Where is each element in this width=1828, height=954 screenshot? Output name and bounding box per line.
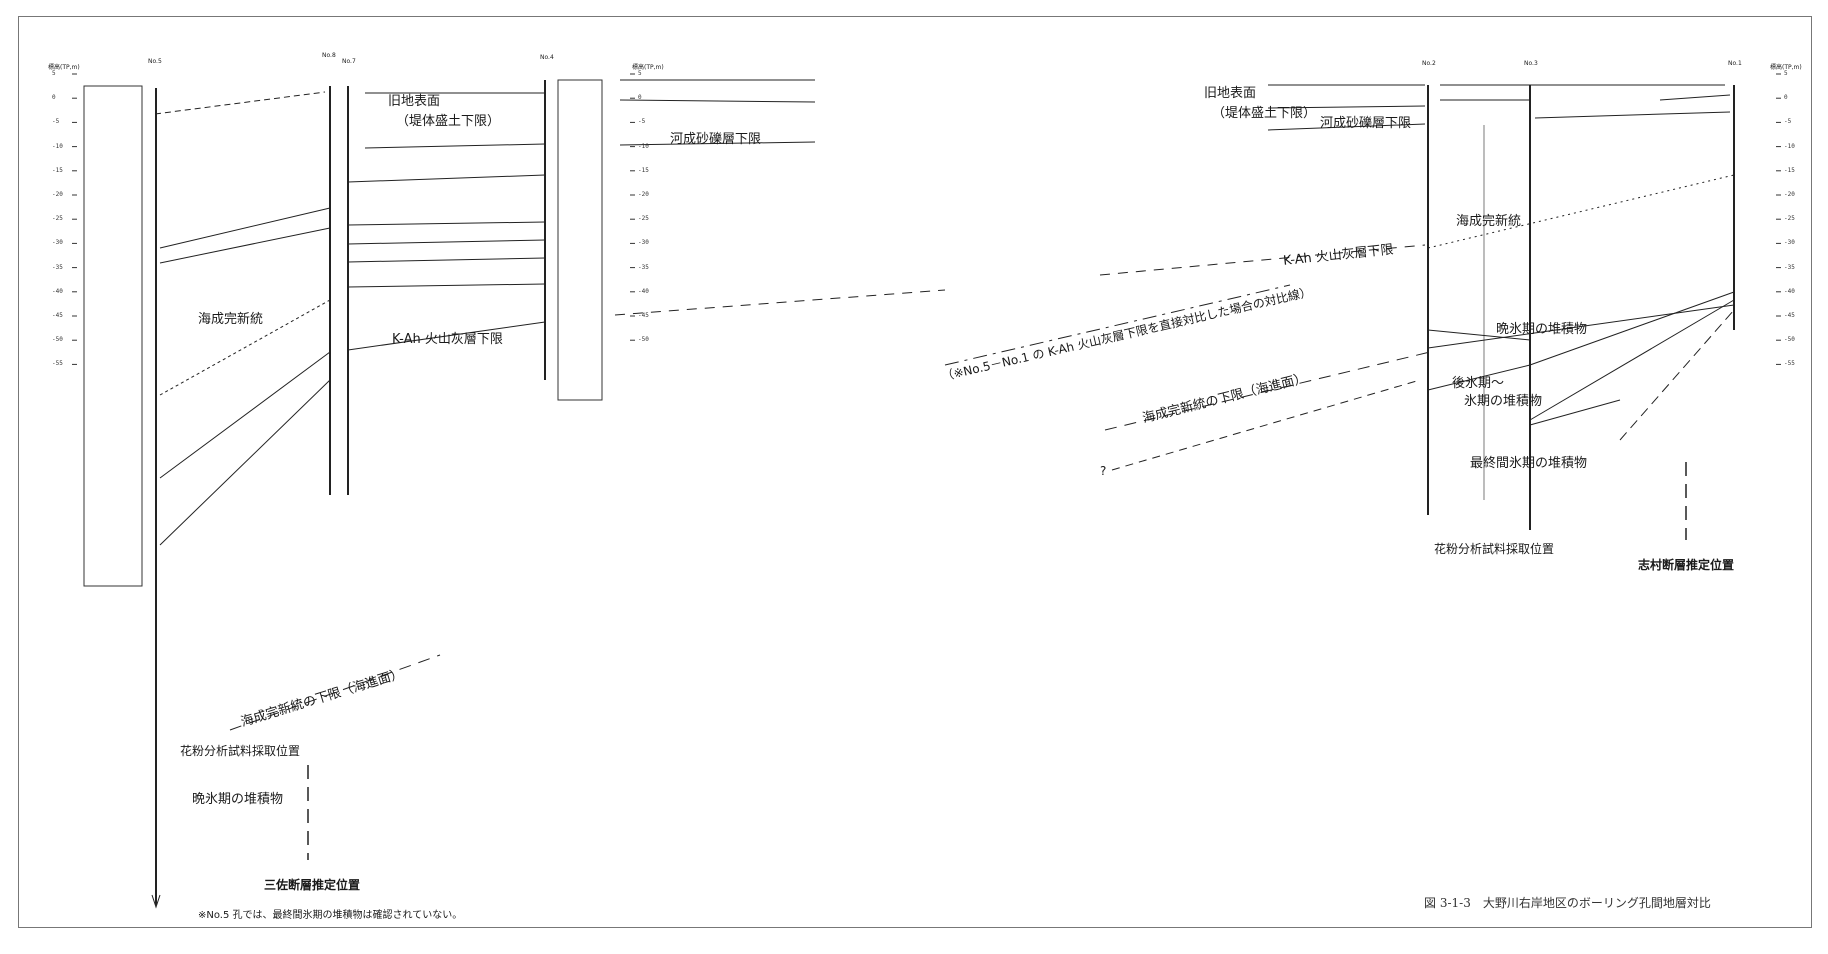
borehole-log-no4-panel [557, 79, 603, 401]
pollen-label-right: 花粉分析試料採取位置 [1434, 542, 1555, 556]
axis-tick-label: -20 [1784, 191, 1795, 198]
axis-tick-label: 0 [1784, 94, 1788, 102]
holocene-label-left: 海成完新統 [198, 312, 264, 327]
river-gravel-line-left [364, 143, 546, 149]
axis-tick-label: -15 [638, 166, 649, 174]
sheet-border [18, 16, 1812, 928]
axis-tick-label: 5 [1784, 70, 1788, 77]
axis-tick-label: -20 [638, 191, 649, 198]
borehole-no7-label: No.7 [342, 58, 356, 65]
late-glacial-label-left: 晩氷期の堆積物 [192, 792, 284, 807]
axis-tick-label: -15 [1784, 166, 1795, 174]
holocene-label-right: 海成完新統 [1456, 214, 1522, 229]
axis-tick-label: -40 [52, 287, 63, 295]
question-mark: ? [1100, 464, 1107, 478]
axis-tick-label: -25 [1784, 215, 1795, 223]
axis-tick-label: -50 [52, 336, 63, 344]
axis-tick-label: -10 [52, 142, 63, 150]
old-surface-label-right: 旧地表面 [1204, 86, 1257, 101]
axis-tick-label: -30 [52, 239, 63, 247]
late-glacial-label-right: 晩氷期の堆積物 [1496, 322, 1588, 337]
river-gravel-label-right: 河成砂礫層下限 [1320, 116, 1412, 131]
borehole-no3-label: No.3 [1524, 60, 1538, 67]
figure-caption: 図 3-1-3 大野川右岸地区のボーリング孔間地層対比 [1424, 896, 1711, 910]
borehole-no4-label: No.4 [540, 54, 554, 61]
kah-label-left: K-Ah 火山灰層下限 [392, 332, 503, 347]
axis-tick-label: -40 [1784, 287, 1795, 295]
last-interglacial-label: 最終間氷期の堆積物 [1470, 456, 1588, 471]
axis-tick-label: -45 [52, 312, 63, 319]
note-no5: ※No.5 孔では、最終間氷期の堆積物は確認されていない。 [198, 910, 463, 921]
axis-tick-label: -15 [52, 166, 63, 174]
axis-tick-label: -5 [52, 118, 60, 126]
axis-tick-label: 0 [52, 94, 56, 102]
borehole-no8-label: No.8 [322, 52, 336, 59]
axis-tick-label: -35 [638, 263, 649, 271]
kah-line-left [347, 321, 546, 351]
axis-tick-label: 0 [638, 94, 642, 102]
axis-tick-label: 5 [638, 70, 642, 77]
axis-title-right: 標高(TP,m) [1770, 64, 1802, 71]
river-gravel-label-left: 河成砂礫層下限 [670, 132, 762, 147]
fault-label-left: 三佐断層推定位置 [264, 878, 361, 892]
axis-tick-label: -50 [638, 336, 649, 344]
post-glacial-label: 後氷期～ [1452, 376, 1505, 391]
axis-tick-label: -30 [638, 239, 649, 247]
borehole-log-no5-left-panel [83, 85, 143, 587]
axis-title-mid: 標高(TP,m) [632, 64, 664, 71]
axis-tick-label: -10 [638, 142, 649, 150]
pollen-label-left: 花粉分析試料採取位置 [180, 744, 301, 758]
axis-tick-label: -25 [638, 215, 649, 223]
axis-title-left: 標高(TP,m) [48, 64, 80, 71]
fault-label-right: 志村断層推定位置 [1638, 558, 1735, 572]
axis-tick-label: 5 [52, 70, 56, 77]
axis-tick-label: -45 [638, 312, 649, 319]
axis-tick-label: -5 [638, 118, 646, 126]
axis-tick-label: -25 [52, 215, 63, 223]
glacial-label: 氷期の堆積物 [1464, 394, 1543, 409]
axis-tick-label: -55 [52, 360, 63, 368]
borehole-no1-label: No.1 [1728, 60, 1742, 67]
axis-tick-label: -45 [1784, 312, 1795, 319]
axis-tick-label: -35 [1784, 263, 1795, 271]
axis-tick-label: -50 [1784, 336, 1795, 344]
river-gravel-line-right [1267, 123, 1426, 131]
old-surface-label-left: 旧地表面 [388, 94, 441, 109]
axis-tick-label: -35 [52, 263, 63, 271]
axis-tick-label: -20 [52, 191, 63, 198]
embankment-label-left: （堤体盛土下限） [396, 114, 501, 129]
axis-tick-label: -10 [1784, 142, 1795, 150]
kah-line-right [1427, 174, 1735, 249]
holocene-base-right [1104, 351, 1431, 431]
borehole-no5-label: No.5 [148, 58, 162, 65]
embankment-label-right: （堤体盛土下限） [1212, 106, 1317, 121]
axis-tick-label: -40 [638, 287, 649, 295]
axis-tick-label: -55 [1784, 360, 1795, 368]
borehole-no2-label: No.2 [1422, 60, 1436, 67]
holocene-base-left [229, 654, 441, 731]
axis-tick-label: -5 [1784, 118, 1792, 126]
axis-tick-label: -30 [1784, 239, 1795, 247]
